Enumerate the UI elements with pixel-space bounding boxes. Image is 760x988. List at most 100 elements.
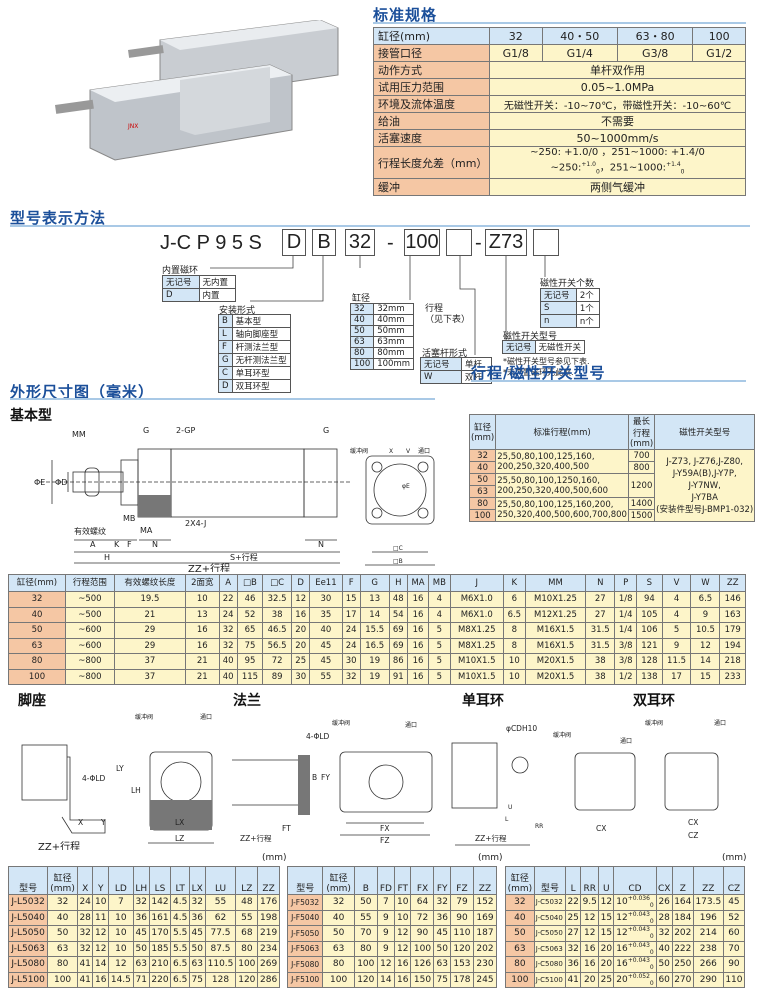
spec-label: 动作方式: [373, 61, 490, 79]
table-cell: 11.5: [661, 653, 692, 670]
table-cell: 27: [585, 606, 616, 623]
spec-label: 缓冲: [373, 178, 490, 197]
table-cell: 15: [690, 668, 721, 685]
table-cell: 72: [262, 653, 293, 670]
spec-cell: 40・50: [541, 27, 618, 45]
label-l: L: [505, 816, 509, 823]
switch-type-table: 无记号无磁性开关: [502, 340, 586, 354]
table-cell: 12: [394, 925, 412, 942]
switch-note: *未内置磁环无此项.: [503, 368, 574, 377]
label-cx: CX: [688, 818, 698, 827]
label-c: □C: [393, 545, 403, 552]
table-cell: 198: [257, 909, 280, 926]
tol-text: ~250: +1.0/0 ，251~1000: +1.4/0: [530, 147, 705, 158]
option-row: 无记号无磁性开关: [502, 340, 586, 354]
label-v: V: [406, 448, 411, 455]
row-key-cell: 40: [505, 909, 535, 926]
label-ft: FT: [282, 824, 291, 833]
table-cell: 70: [353, 925, 378, 942]
option-meaning: 基本型: [231, 314, 292, 328]
table-cell: 9: [376, 940, 396, 957]
col-header: U: [598, 866, 615, 895]
spec-cell: 0.05~1.0MPa: [489, 78, 746, 96]
col-header: LU: [204, 866, 237, 895]
option-code: 无记号: [502, 340, 536, 354]
table-cell: 37: [113, 668, 187, 685]
row-key-cell: J-F5040: [286, 909, 324, 926]
col-header: X: [76, 866, 94, 895]
col-header: Y: [92, 866, 109, 895]
table-cell: ~500: [64, 591, 115, 608]
table-cell: 9: [690, 606, 721, 623]
table-cell: 12: [376, 956, 396, 973]
table-cell: 12: [690, 637, 721, 654]
spec-label: 环境及流体温度: [373, 95, 490, 113]
table-cell: 16: [406, 622, 430, 639]
table-cell: 79: [449, 894, 474, 911]
table-cell: M6X1.0: [449, 606, 504, 623]
table-cell: M8X1.25: [449, 637, 504, 654]
option-code: D: [162, 288, 200, 302]
table-cell: 153: [449, 956, 474, 973]
table-cell: 24: [76, 894, 94, 911]
table-cell: 46: [236, 591, 264, 608]
label-zz: ZZ+行程: [240, 833, 272, 843]
table-cell: 68: [235, 925, 259, 942]
table-cell: 27: [565, 925, 582, 942]
table-cell: 5.5: [170, 925, 190, 942]
table-cell: 41: [565, 971, 582, 988]
cd-value: 10: [616, 897, 628, 908]
table-cell: M16X1.5: [524, 637, 587, 654]
col-header: RR: [580, 866, 600, 895]
table-cell: 184: [671, 909, 694, 926]
label-g: G: [143, 426, 149, 435]
table-cell: 75: [236, 637, 264, 654]
table-cell: 4.5: [170, 894, 190, 911]
col-header: 行程范围: [64, 574, 115, 592]
table-cell: 90: [410, 925, 435, 942]
table-cell: 75: [433, 971, 451, 988]
table-cell: 7: [376, 894, 396, 911]
label-y: Y: [100, 818, 106, 827]
label-port: 通口: [714, 719, 726, 727]
table-cell: 179: [719, 622, 746, 639]
table-cell: ~600: [64, 622, 115, 639]
table-cell: 163: [719, 606, 746, 623]
table-cell: 3/8: [614, 653, 638, 670]
table-cell: 38: [585, 653, 616, 670]
label-b: □B: [393, 558, 403, 565]
tol-sep: ，: [599, 162, 610, 174]
option-code: 80: [349, 347, 375, 359]
col-header: LH: [132, 866, 150, 895]
table-cell: 9: [376, 909, 396, 926]
spec-cell: 32: [489, 27, 543, 45]
row-key-cell: J-L5063: [7, 940, 49, 957]
table-cell: 48: [388, 591, 408, 608]
table-cell: J-C5080: [533, 956, 567, 973]
col-header: FT: [394, 866, 412, 895]
table-cell: 233: [719, 668, 746, 685]
table-cell: 13: [359, 591, 390, 608]
spec-cell: 63・80: [616, 27, 694, 45]
row-key-cell: J-F5080: [286, 956, 324, 973]
label-cushion: 缓冲阀: [135, 713, 153, 721]
table-cell: 222: [671, 940, 694, 957]
table-cell: 63: [189, 956, 206, 973]
row-key-cell: 80: [505, 956, 535, 973]
table-cell: 12: [598, 894, 615, 911]
table-cell: 60: [655, 971, 673, 988]
spec-cell: G3/8: [616, 44, 694, 62]
table-cell: ~800: [64, 653, 115, 670]
